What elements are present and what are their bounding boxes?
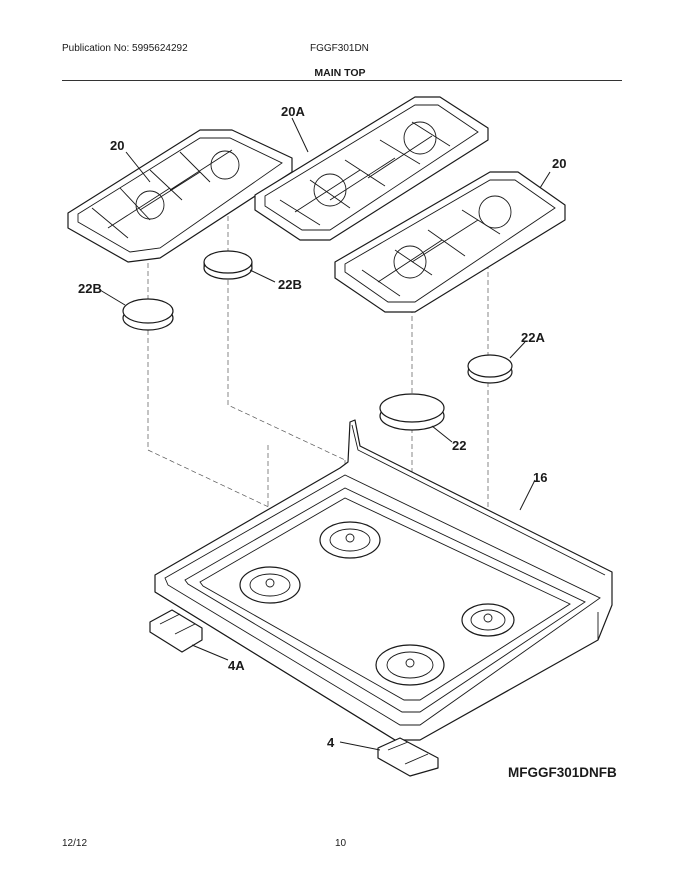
burner-well-right — [461, 603, 515, 637]
burner-cap-22b-left[interactable] — [122, 298, 174, 331]
callout-grate-left: 20 — [110, 138, 124, 153]
leader-lines — [99, 117, 551, 751]
callout-cap-small-left: 22B — [78, 281, 102, 296]
callout-grate-right: 20 — [552, 156, 566, 171]
main-top-panel[interactable] — [154, 419, 613, 741]
page-number: 10 — [335, 838, 347, 849]
grate-center[interactable] — [254, 96, 489, 241]
callout-cap-medium: 22A — [521, 330, 545, 345]
diagram-code: MFGGF301DNFB — [508, 765, 617, 780]
burner-well-left-rear — [319, 521, 381, 559]
callout-bracket-left: 4A — [228, 658, 245, 673]
callout-main-top: 16 — [533, 470, 547, 485]
burner-cap-22[interactable] — [379, 393, 445, 431]
bracket-4a[interactable] — [149, 609, 203, 653]
publication-number: Publication No: 5995624292 — [62, 43, 188, 54]
header-divider — [62, 80, 622, 81]
model-number: FGGF301DN — [310, 43, 369, 54]
footer-date: 12/12 — [62, 838, 88, 849]
burner-well-left-front — [239, 566, 301, 604]
burner-well-center-front — [375, 644, 445, 686]
section-title: MAIN TOP — [314, 67, 366, 79]
callout-cap-large: 22 — [452, 438, 466, 453]
grate-right[interactable] — [334, 171, 566, 313]
callout-cap-small-back: 22B — [278, 277, 302, 292]
callout-bracket-front: 4 — [327, 735, 335, 750]
bracket-4[interactable] — [377, 737, 439, 777]
burner-cap-22b-back[interactable] — [203, 250, 253, 280]
callout-grate-center: 20A — [281, 104, 305, 119]
burner-cap-22a[interactable] — [467, 354, 513, 384]
